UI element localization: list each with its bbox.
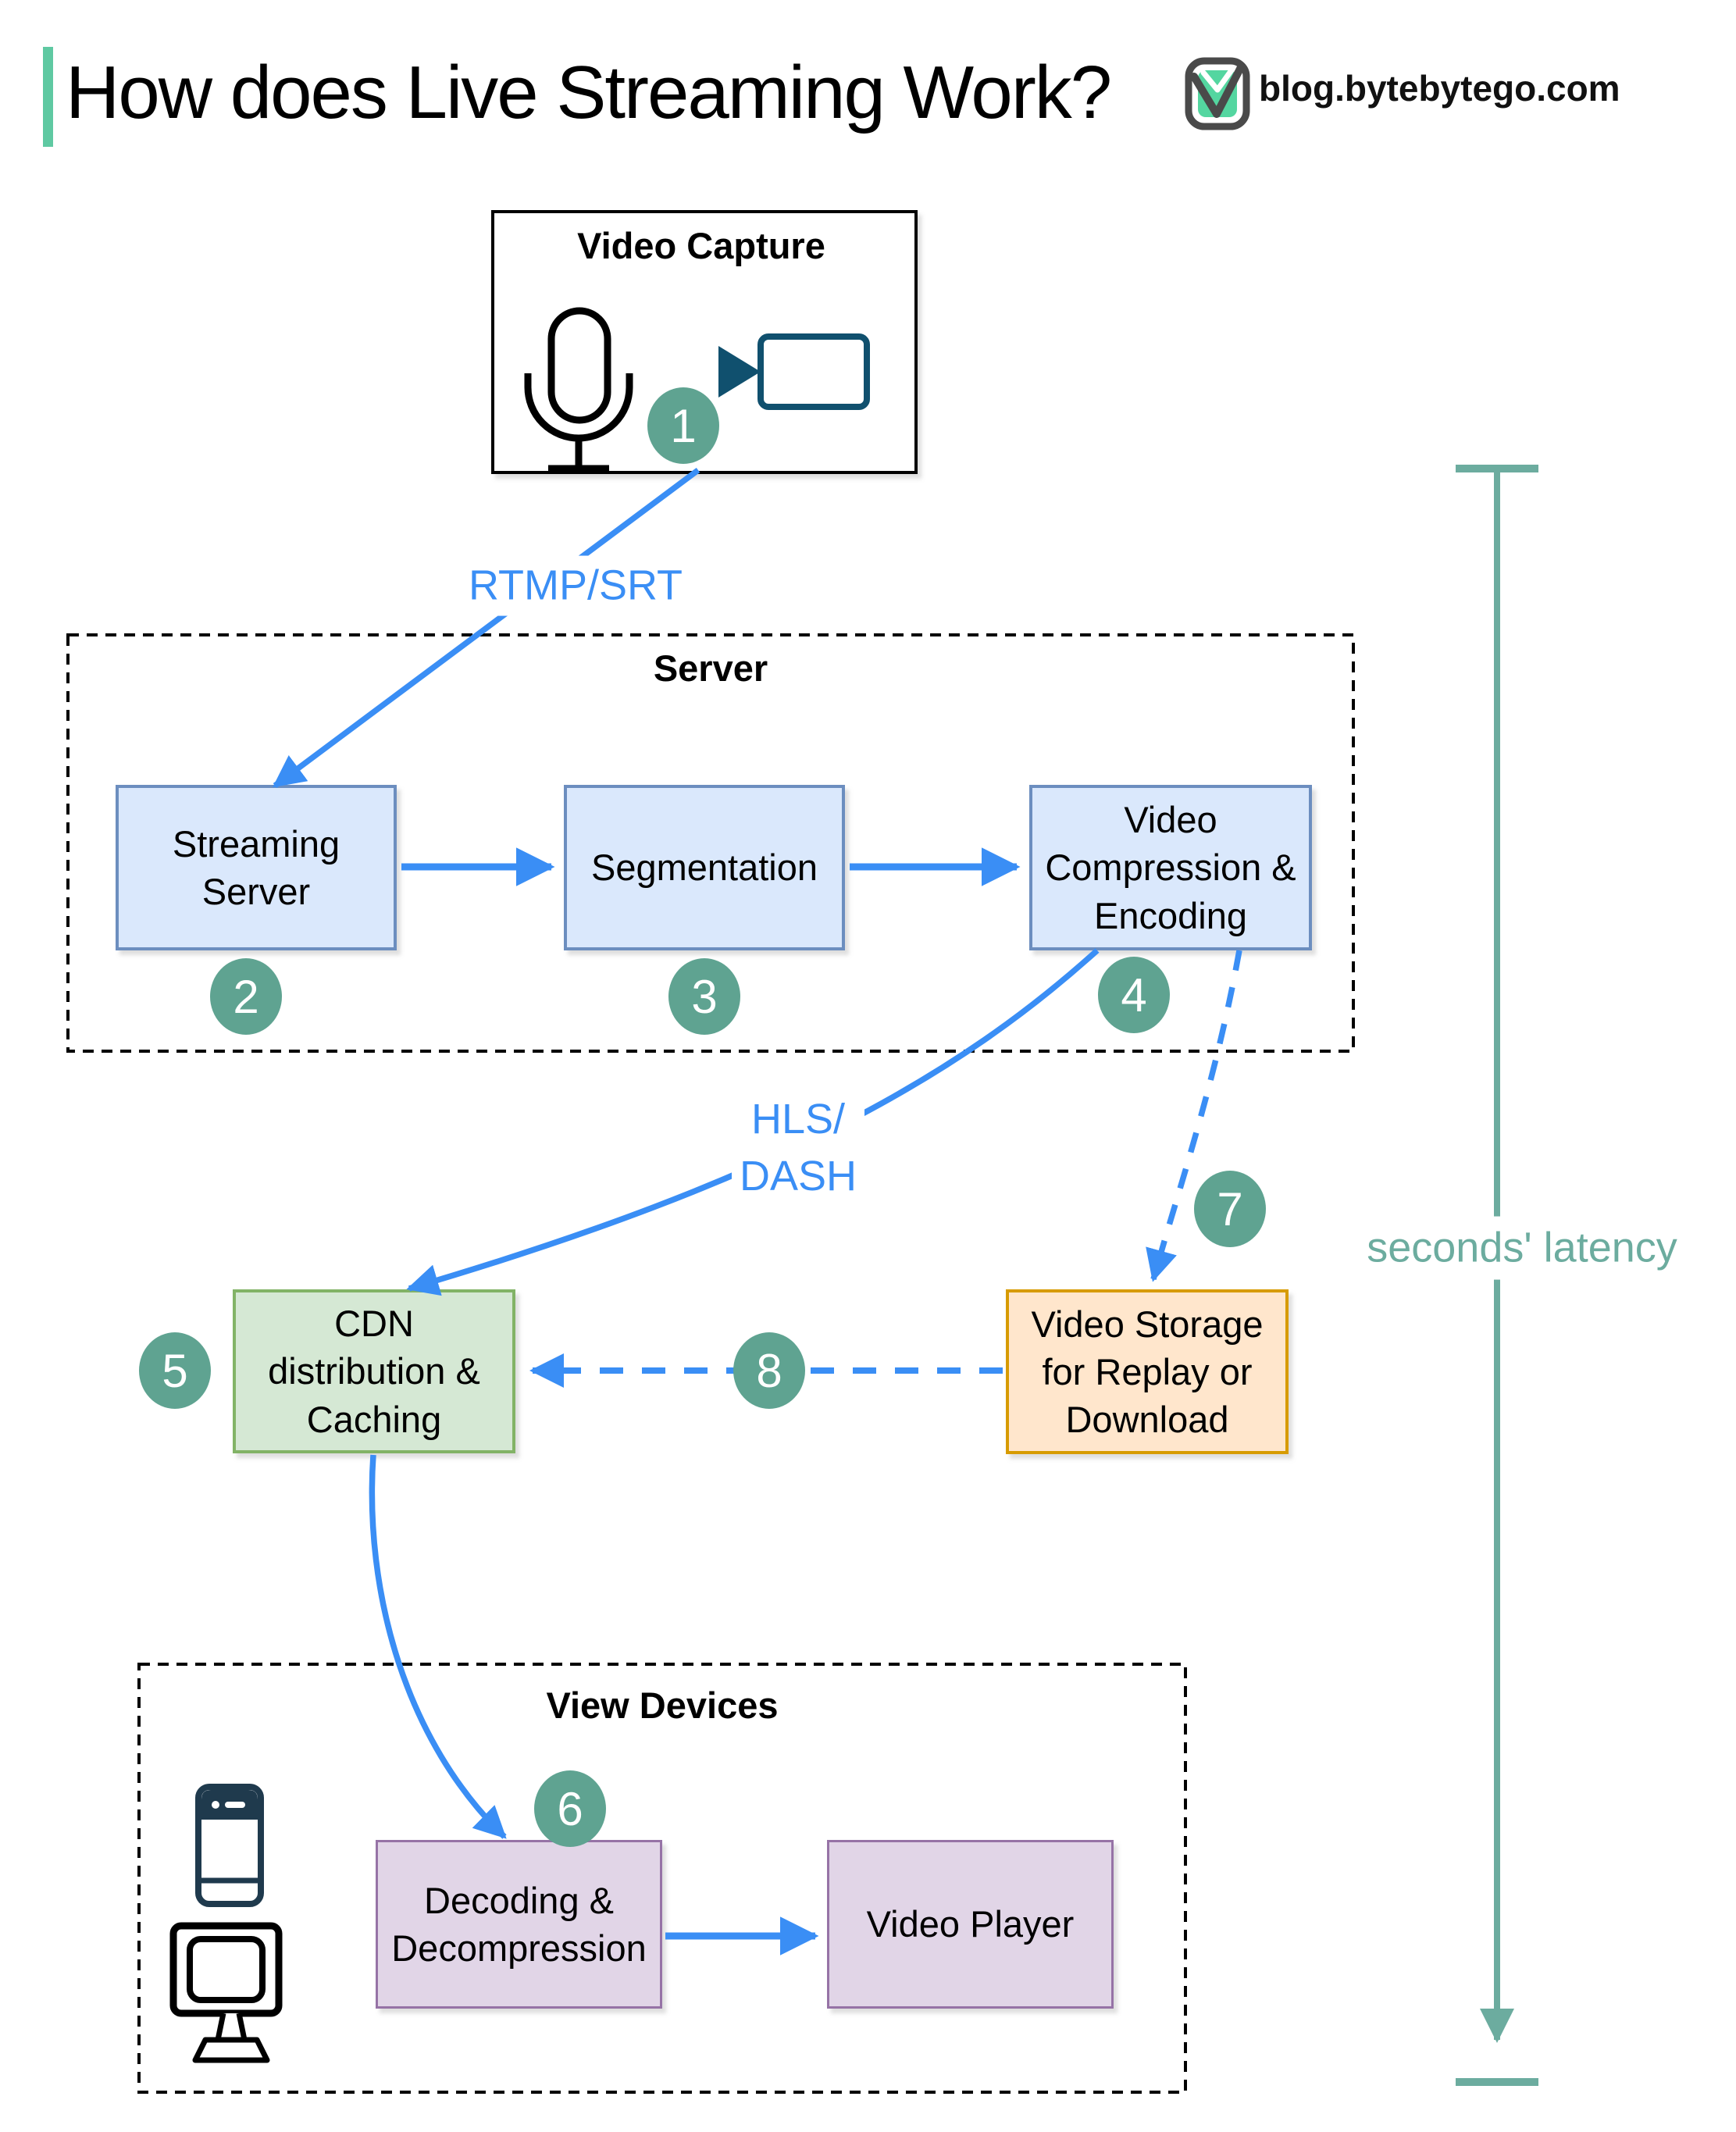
step-1-number: 1 — [670, 399, 697, 452]
title-accent-bar — [43, 47, 53, 147]
step-7-number: 7 — [1217, 1182, 1243, 1235]
step-4-number: 4 — [1121, 968, 1147, 1021]
node-segmentation: Segmentation — [564, 785, 845, 950]
node-video-storage-label: Video Storage for Replay or Download — [1031, 1303, 1264, 1441]
node-video-compression-label: Video Compression & Encoding — [1045, 799, 1296, 936]
step-5-badge: 5 — [139, 1332, 211, 1409]
node-video-compression: Video Compression & Encoding — [1029, 785, 1312, 950]
step-8-number: 8 — [756, 1344, 782, 1397]
page-title: How does Live Streaming Work? — [66, 51, 1112, 134]
edge-label-rtmp-srt: RTMP/SRT — [460, 555, 691, 616]
edge-label-hls-dash: HLS/ DASH — [731, 1089, 865, 1207]
step-6-number: 6 — [557, 1782, 583, 1835]
node-decoding-label: Decoding & Decompression — [391, 1879, 647, 1969]
step-3-number: 3 — [691, 970, 718, 1023]
monitor-icon — [169, 1922, 283, 2063]
step-1-badge: 1 — [647, 387, 719, 464]
edge-label-dash: DASH — [739, 1153, 857, 1200]
smartphone-icon — [195, 1784, 264, 1907]
group-video-capture-label: Video Capture — [577, 225, 825, 266]
edge-cdn-to-decoding — [369, 1454, 507, 1839]
step-5-number: 5 — [162, 1344, 188, 1397]
node-decoding: Decoding & Decompression — [376, 1840, 662, 2009]
node-video-player-label: Video Player — [866, 1903, 1075, 1945]
node-video-storage: Video Storage for Replay or Download — [1006, 1289, 1289, 1454]
step-3-badge: 3 — [668, 958, 740, 1035]
step-2-badge: 2 — [210, 958, 282, 1035]
group-view-devices-label: View Devices — [546, 1685, 779, 1726]
site-url-label: blog.bytebytego.com — [1259, 68, 1620, 109]
latency-label: seconds' latency — [1356, 1216, 1688, 1280]
node-cdn: CDN distribution & Caching — [233, 1289, 515, 1453]
edge-capture-to-streaming — [272, 467, 700, 789]
step-2-number: 2 — [233, 970, 259, 1023]
step-4-badge: 4 — [1098, 957, 1170, 1033]
edge-label-hls: HLS/ — [750, 1096, 846, 1143]
node-cdn-label: CDN distribution & Caching — [268, 1303, 480, 1440]
node-streaming-server-label: Streaming Server — [172, 822, 340, 912]
node-segmentation-label: Segmentation — [590, 847, 818, 889]
node-video-player: Video Player — [827, 1840, 1114, 2009]
node-streaming-server: Streaming Server — [116, 785, 397, 950]
step-6-badge: 6 — [534, 1770, 606, 1847]
step-8-badge: 8 — [733, 1332, 805, 1409]
step-7-badge: 7 — [1194, 1171, 1266, 1247]
group-server-label: Server — [653, 647, 768, 689]
